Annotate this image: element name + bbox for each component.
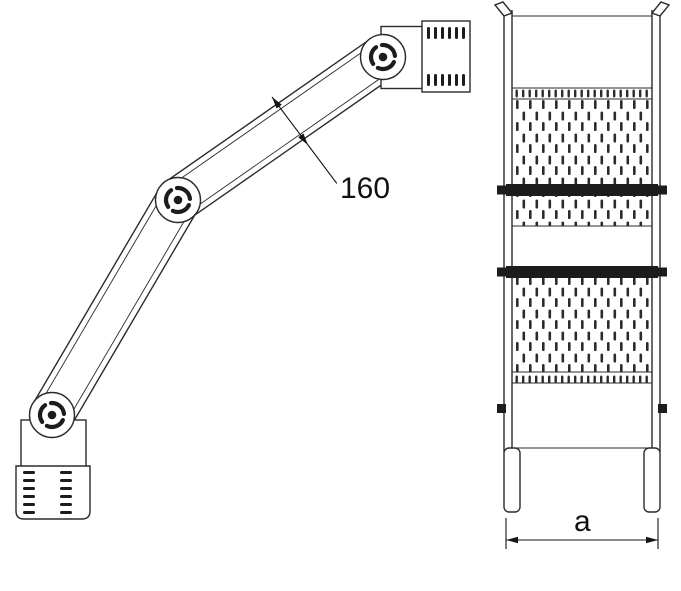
coupler-slots-bottom [23, 471, 72, 514]
perforated-panel-3 [512, 278, 652, 372]
coupler-slots-top [427, 27, 465, 86]
hinge-bar-1 [497, 184, 667, 196]
dim-160-label: 160 [340, 172, 390, 205]
hinge-band-2 [512, 371, 652, 384]
hinge-joint-1 [361, 35, 406, 80]
bottom-rail-left [503, 447, 521, 513]
perforated-panel-2 [512, 196, 652, 226]
dim-a-arrowhead-right [646, 536, 658, 544]
dimension-160: 160 [271, 96, 390, 205]
side-view: 160 [15, 20, 471, 520]
bottom-rail-right [643, 447, 661, 513]
dim-160-arrowhead-end [298, 133, 308, 145]
hinge-joint-3 [30, 393, 75, 438]
bolt-heads [497, 404, 667, 413]
top-right-flange-hook [650, 1, 671, 17]
dim-a-arrowhead-left [506, 536, 518, 544]
side-rails [493, 1, 671, 452]
perforated-panel-1 [512, 99, 652, 184]
hinge-bar-2 [497, 266, 667, 278]
hinge-band-1 [512, 87, 652, 100]
dim-160-arrowhead-start [272, 97, 282, 109]
front-view: a [493, 1, 671, 549]
top-end-coupler [380, 20, 471, 93]
hinge-joint-2 [156, 178, 201, 223]
dimension-a: a [505, 505, 659, 549]
top-left-flange-hook [493, 1, 514, 17]
segment-lower [31, 187, 199, 428]
dim-a-label: a [574, 505, 591, 538]
